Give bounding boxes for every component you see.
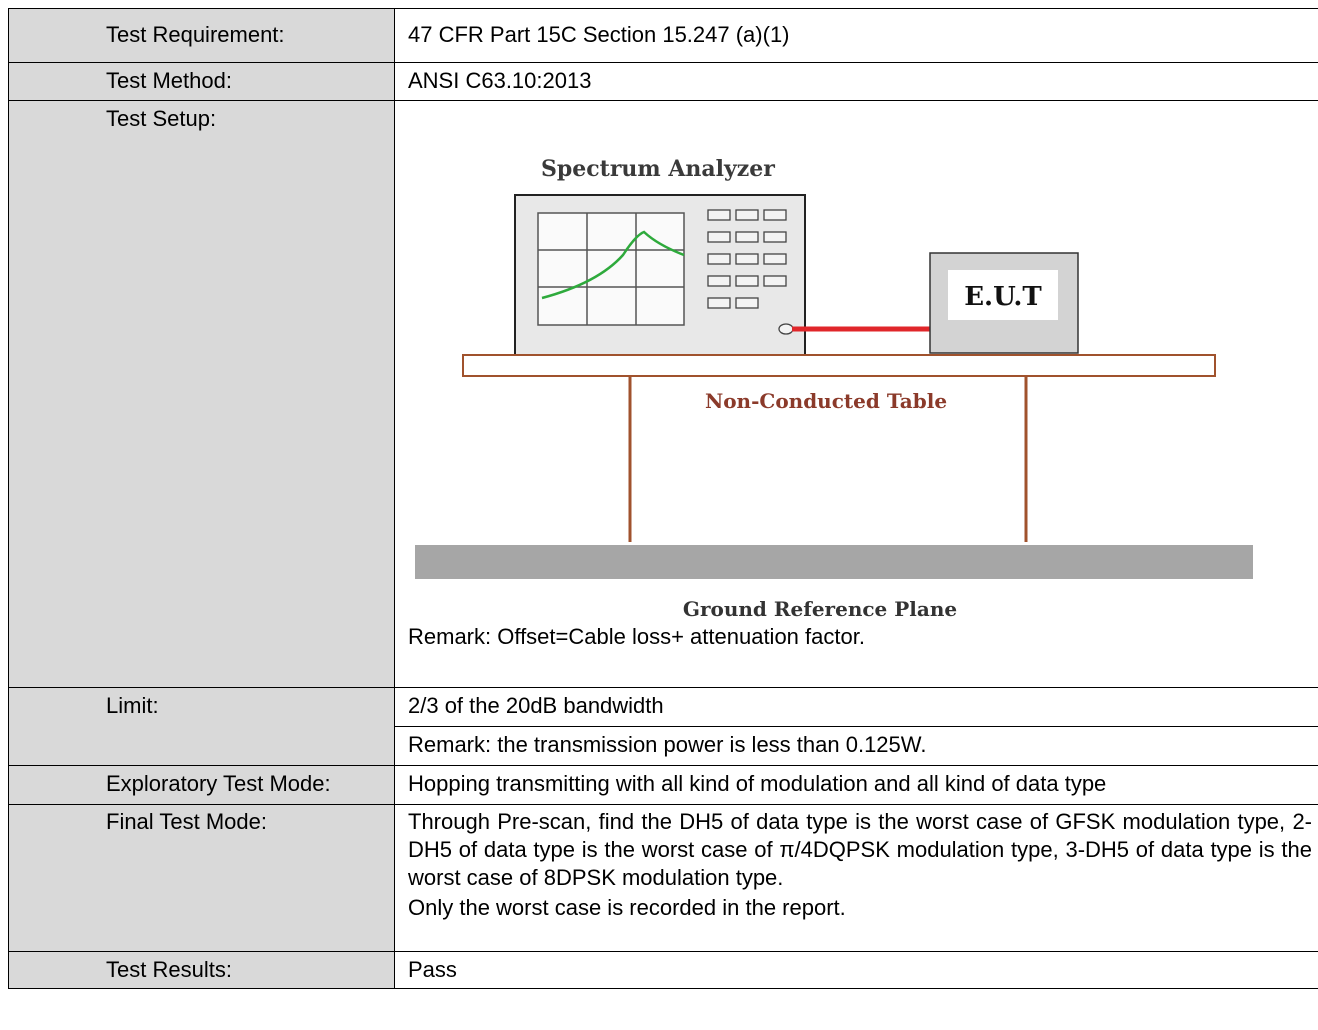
final-mode-note: Only the worst case is recorded in the r… [408, 895, 846, 920]
test-results-value: Pass [408, 957, 457, 982]
setup-remark: Remark: Offset=Cable loss+ attenuation f… [408, 624, 865, 649]
exploratory-mode-value: Hopping transmitting with all kind of mo… [408, 771, 1107, 796]
test-setup-content: Spectrum Analyzer [408, 105, 1312, 651]
analyzer-title: Spectrum Analyzer [541, 156, 775, 182]
test-setup-label: Test Setup: [106, 106, 217, 131]
row-final-mode: Final Test Mode: Through Pre-scan, find … [8, 804, 1318, 952]
test-requirement-value: 47 CFR Part 15C Section 15.247 (a)(1) [408, 22, 790, 47]
label-cell: Test Requirement: [8, 8, 395, 63]
row-limit: Limit: 2/3 of the 20dB bandwidth [8, 687, 1318, 766]
eut-box [929, 252, 1079, 354]
test-spec-table: Test Requirement: 47 CFR Part 15C Sectio… [8, 8, 1318, 989]
test-results-label: Test Results: [106, 957, 232, 982]
row-test-results: Test Results: Pass [8, 951, 1318, 989]
row-test-setup: Test Setup: Spectrum Analyzer [8, 100, 1318, 688]
test-setup-diagram: Spectrum Analyzer [415, 156, 1253, 621]
table-top [462, 354, 1216, 377]
final-mode-label: Final Test Mode: [106, 809, 268, 834]
row-test-method: Test Method: ANSI C63.10:2013 [8, 62, 1318, 101]
final-mode-value: Through Pre-scan, find the DH5 of data t… [408, 809, 1312, 890]
ground-label: Ground Reference Plane [683, 597, 957, 621]
exploratory-mode-label: Exploratory Test Mode: [106, 771, 331, 796]
test-method-value: ANSI C63.10:2013 [408, 68, 592, 93]
value-cell: 47 CFR Part 15C Section 15.247 (a)(1) [394, 8, 1318, 63]
eut-label: E.U.T [964, 282, 1042, 312]
test-method-label: Test Method: [106, 68, 232, 93]
row-exploratory-mode: Exploratory Test Mode: Hopping transmitt… [8, 765, 1318, 805]
limit-label: Limit: [106, 693, 159, 718]
limit-remark: Remark: the transmission power is less t… [408, 732, 927, 757]
test-requirement-label: Test Requirement: [106, 22, 285, 47]
row-test-requirement: Test Requirement: 47 CFR Part 15C Sectio… [8, 8, 1318, 63]
spectrum-analyzer-icon [514, 194, 806, 356]
row-limit-remark: Remark: the transmission power is less t… [9, 726, 1318, 766]
limit-value: 2/3 of the 20dB bandwidth [408, 693, 664, 718]
table-label: Non-Conducted Table [705, 389, 947, 413]
ground-plane [415, 545, 1253, 579]
